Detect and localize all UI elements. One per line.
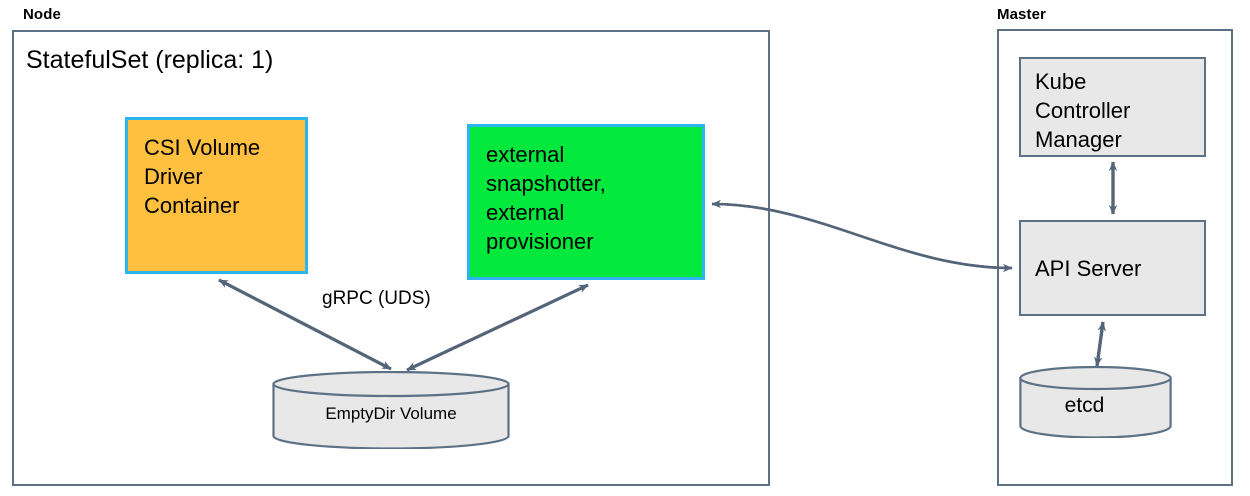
external-sidecars-label: external snapshotter, external provision… <box>486 142 606 255</box>
kube-controller-manager-box[interactable]: Kube Controller Manager <box>1019 57 1206 157</box>
statefulset-title: StatefulSet (replica: 1) <box>26 46 274 74</box>
grpc-uds-edge-label: gRPC (UDS) <box>322 288 431 309</box>
csi-volume-driver-container-label: CSI Volume Driver Container <box>144 135 261 219</box>
emptydir-volume-label: EmptyDir Volume <box>325 404 457 423</box>
etcd-cylinder-shape <box>1019 365 1172 439</box>
zone-label-master: Master <box>997 6 1046 23</box>
external-sidecars-box[interactable]: external snapshotter, external provision… <box>467 124 705 280</box>
api-server-label: API Server <box>1035 256 1142 281</box>
etcd-cylinder[interactable]: etcd <box>1019 365 1172 439</box>
api-server-box[interactable]: API Server <box>1019 220 1206 316</box>
csi-volume-driver-container-box[interactable]: CSI Volume Driver Container <box>125 117 308 274</box>
emptydir-cylinder-shape <box>272 370 510 450</box>
zone-label-node: Node <box>23 6 61 23</box>
emptydir-volume-cylinder[interactable]: EmptyDir Volume <box>272 370 510 450</box>
kube-controller-manager-label: Kube Controller Manager <box>1035 69 1131 153</box>
etcd-label: etcd <box>1064 394 1105 417</box>
